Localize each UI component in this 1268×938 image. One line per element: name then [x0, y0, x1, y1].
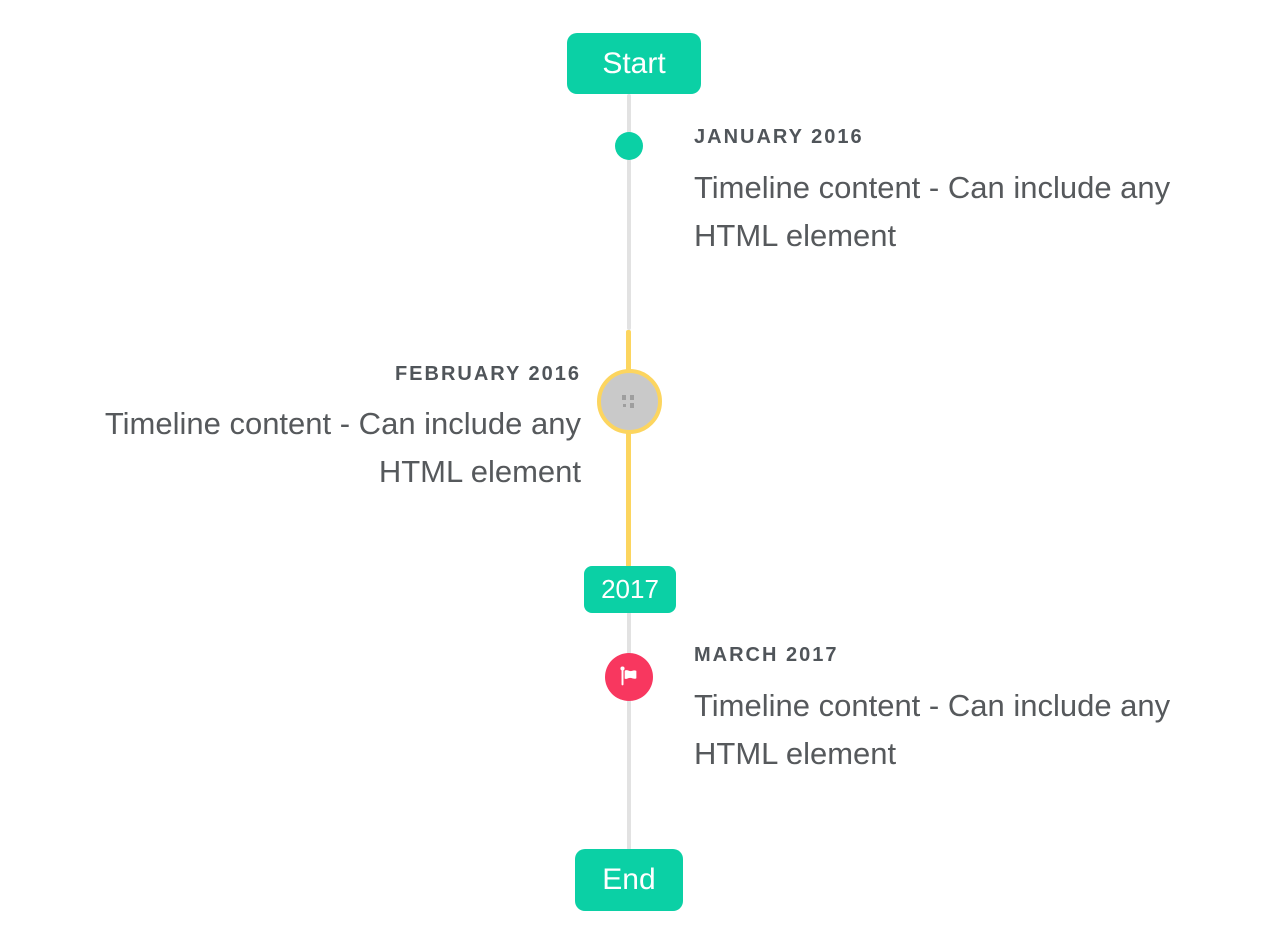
end-badge-label: End	[602, 863, 656, 896]
timeline-line-gray-bottom	[627, 612, 631, 850]
event-body-january: Timeline content - Can include any HTML …	[694, 170, 1171, 253]
end-badge: End	[575, 849, 683, 911]
event-body-february: Timeline content - Can include any HTML …	[104, 406, 581, 489]
broken-image-icon	[622, 394, 637, 409]
march-marker-circle	[605, 653, 653, 701]
flag-icon	[620, 666, 637, 686]
year-badge-label: 2017	[601, 574, 659, 604]
timeline-line-gray-top	[627, 94, 631, 330]
event-title-february: FEBRUARY 2016	[394, 363, 581, 385]
start-badge: Start	[567, 33, 701, 94]
event-title-march: MARCH 2017	[694, 644, 839, 666]
year-badge: 2017	[584, 566, 676, 613]
february-marker-circle	[597, 369, 662, 434]
start-badge-label: Start	[602, 46, 666, 80]
january-marker-dot	[615, 132, 643, 160]
timeline-line-yellow-middle	[626, 330, 631, 567]
event-title-january: JANUARY 2016	[694, 126, 864, 148]
event-body-march: Timeline content - Can include any HTML …	[694, 688, 1171, 771]
